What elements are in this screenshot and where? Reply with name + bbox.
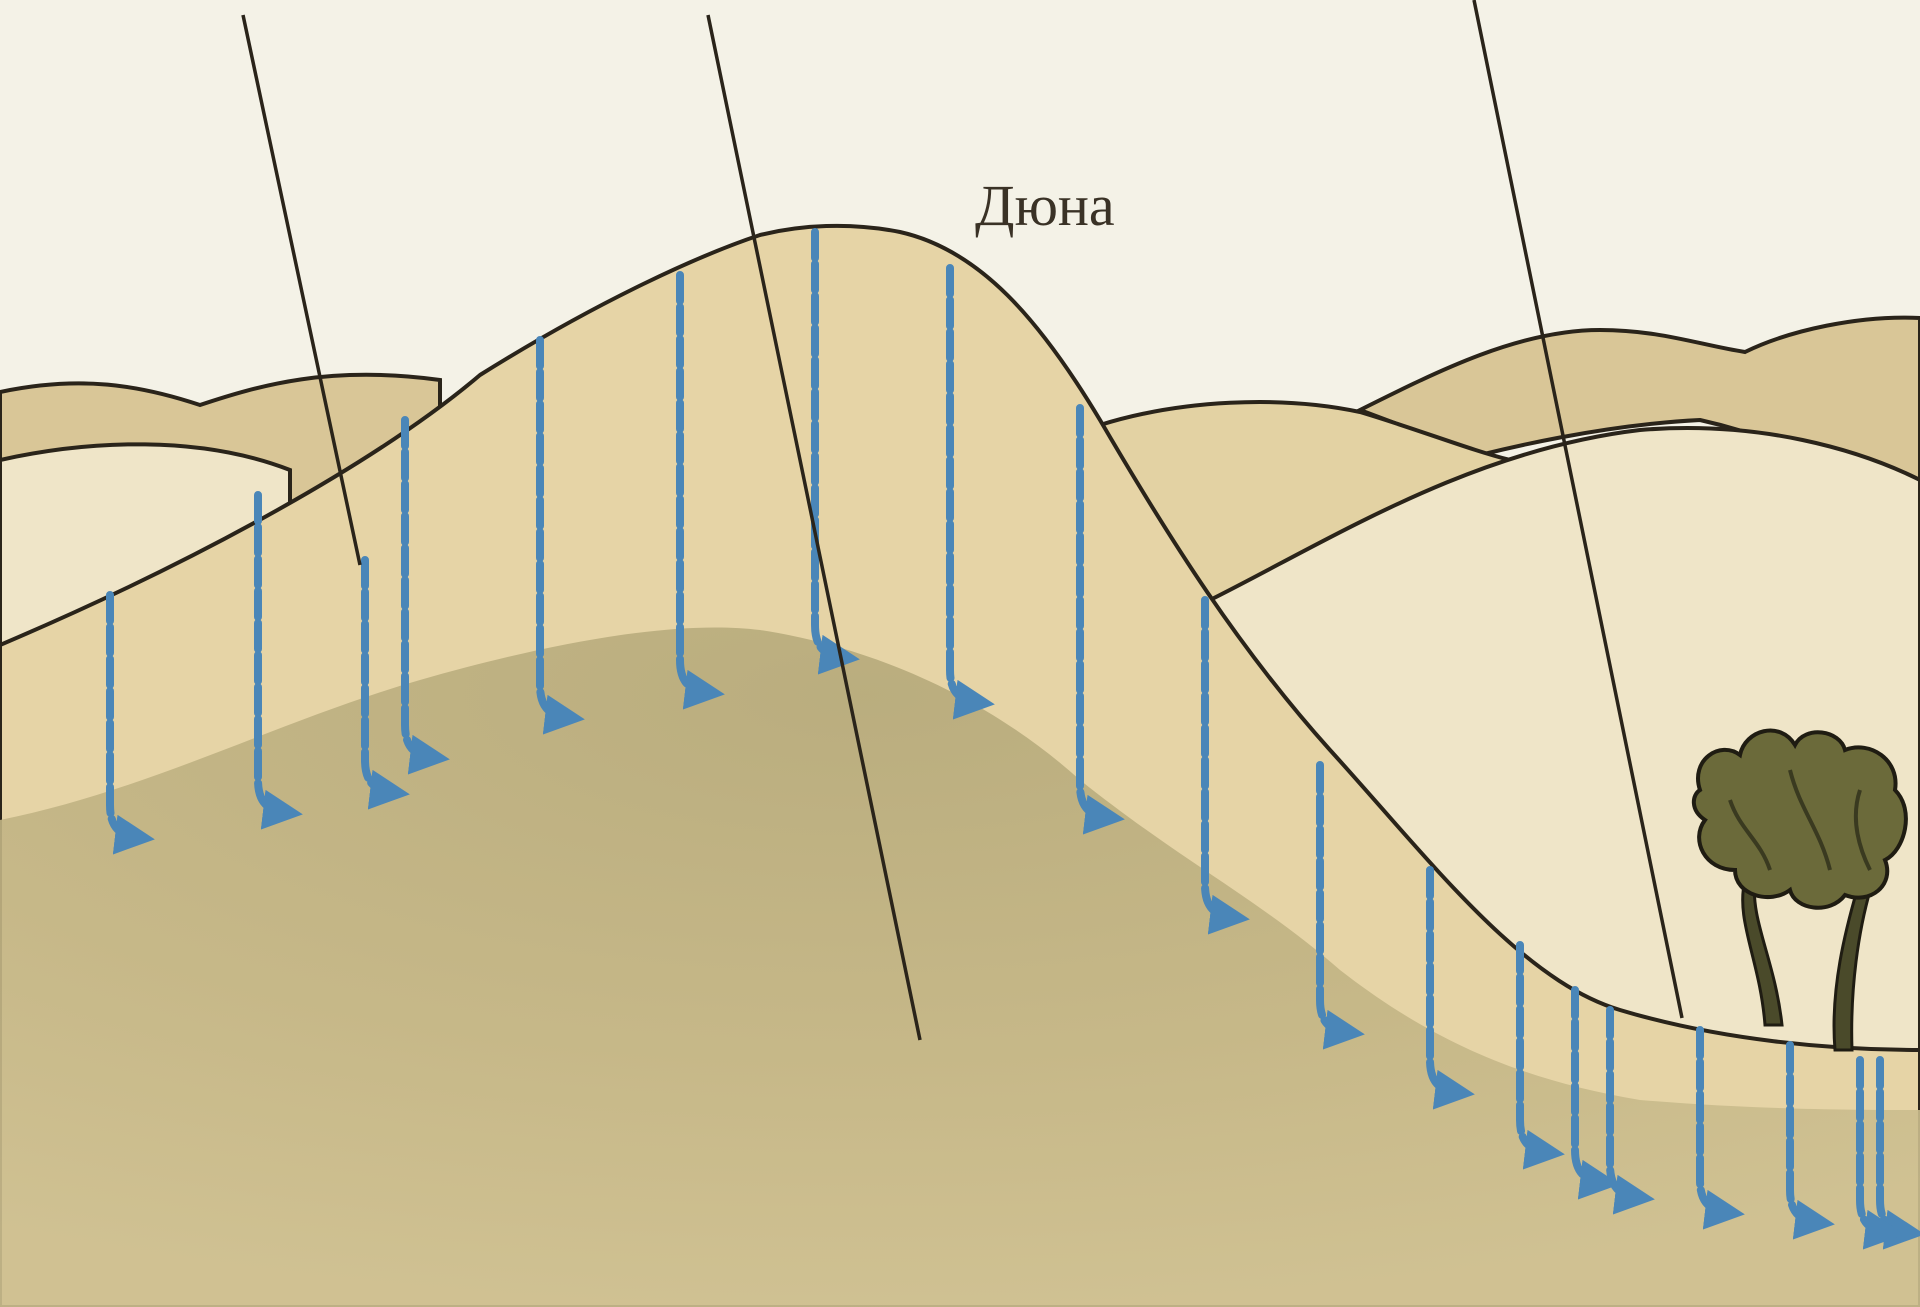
dune-label: Дюна [975, 173, 1115, 238]
